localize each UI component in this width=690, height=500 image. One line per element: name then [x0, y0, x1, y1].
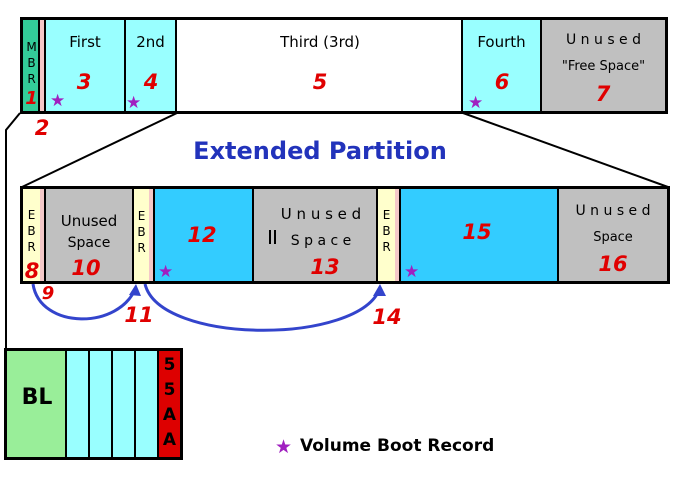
mbr-letter-b: B	[27, 56, 36, 70]
mbr-zoom-line	[5, 112, 21, 350]
logical-partition-1	[155, 189, 254, 281]
partition-table-entry-2	[90, 351, 113, 457]
ebr1-letter-r: R	[27, 240, 36, 254]
ebr3-letter-b: B	[382, 224, 391, 238]
partition-fourth-number: 6	[494, 70, 510, 94]
ebr-link-number-9: 9	[41, 283, 55, 304]
partition-first	[46, 20, 126, 111]
unused-free-space	[542, 20, 665, 111]
ebr1-letter-b: B	[27, 224, 36, 238]
extended-zoom-line-left	[21, 112, 178, 188]
logical-partition-2	[401, 189, 559, 281]
ebr-block-1	[23, 189, 40, 281]
signature-char-3: A	[162, 405, 177, 425]
unused1-label2: Space	[67, 235, 111, 251]
vbr-star-icon: ★	[468, 93, 484, 113]
unused2-number: 13	[310, 255, 340, 279]
free-space-label: "Free Space"	[561, 59, 646, 74]
signature-char-4: A	[162, 430, 177, 450]
gap-block	[40, 20, 46, 111]
legend-text: Volume Boot Record	[300, 436, 495, 456]
partition-third	[177, 20, 463, 111]
legend-star-icon: ★	[275, 436, 293, 458]
ebr-link-arrowhead-1	[129, 284, 141, 296]
unused1-label: Unused	[60, 212, 118, 230]
signature-char-2: 5	[163, 380, 176, 400]
logical2-number: 15	[462, 220, 492, 244]
partition-fourth	[463, 20, 542, 111]
ebr-block-2	[134, 189, 149, 281]
extended-zoom-line-right	[462, 112, 669, 188]
partition-third-number: 5	[312, 70, 328, 94]
unused3-label: U n u s e d	[575, 203, 651, 219]
logical1-number: 12	[187, 223, 217, 247]
vbr-star-icon: ★	[404, 262, 420, 282]
signature-char-1: 5	[163, 355, 176, 375]
ebr2-letter-e: E	[137, 209, 146, 223]
mbr-number: 1	[25, 88, 38, 109]
ebr3-letter-e: E	[382, 208, 391, 222]
partition-first-label: First	[69, 33, 101, 51]
unused2-label2: S p a c e	[290, 233, 352, 249]
ebr3-letter-r: R	[382, 240, 391, 254]
partition-table-entry-1	[67, 351, 90, 457]
partition-table-entry-4	[136, 351, 159, 457]
ebr-block-3	[378, 189, 395, 281]
extended-unused-3	[559, 189, 667, 281]
ebr-gap-2	[149, 189, 155, 281]
ebr2-number: 11	[124, 303, 154, 327]
ebr2-letter-b: B	[137, 225, 146, 239]
vbr-star-icon: ★	[158, 262, 174, 282]
partition-second-label: 2nd	[136, 33, 165, 51]
unused-free-label: U n u s e d	[565, 32, 642, 48]
unused1-number: 10	[71, 256, 101, 280]
mbr-block	[23, 20, 40, 111]
unused-free-number: 7	[595, 82, 611, 106]
vbr-star-icon: ★	[50, 91, 66, 111]
ebr-link-arrowhead-2	[373, 284, 386, 296]
ebr3-number: 14	[372, 305, 402, 329]
ebr2-letter-r: R	[137, 241, 146, 255]
boot-signature-block	[159, 351, 180, 457]
gap-number: 2	[34, 116, 50, 140]
mbr-letter-r: R	[27, 72, 36, 86]
partition-second-number: 4	[143, 70, 159, 94]
ebr1-letter-e: E	[27, 208, 36, 222]
unused3-number: 16	[598, 252, 628, 276]
partition-fourth-label: Fourth	[477, 33, 526, 51]
partition-first-number: 3	[76, 70, 92, 94]
ebr-link-arrow-2	[143, 283, 382, 332]
ebr-link-arrow-1	[31, 283, 138, 321]
mbr-letter-m: M	[26, 40, 37, 54]
ebr-gap-3	[395, 189, 401, 281]
boot-loader-block	[7, 351, 67, 457]
vbr-star-icon: ★	[126, 93, 142, 113]
unused2-break-mark	[269, 230, 276, 244]
partition-second	[126, 20, 177, 111]
unused3-label2: Space	[593, 230, 633, 245]
partition-table-entry-3	[113, 351, 136, 457]
unused2-label: U n u s e d	[280, 205, 362, 223]
extended-unused-1	[46, 189, 134, 281]
extended-partition-title: Extended Partition	[193, 137, 447, 165]
partition-third-label: Third (3rd)	[280, 33, 360, 51]
ebr-gap-1	[40, 189, 46, 281]
boot-loader-label: BL	[21, 385, 53, 410]
ebr1-number: 8	[24, 259, 40, 283]
